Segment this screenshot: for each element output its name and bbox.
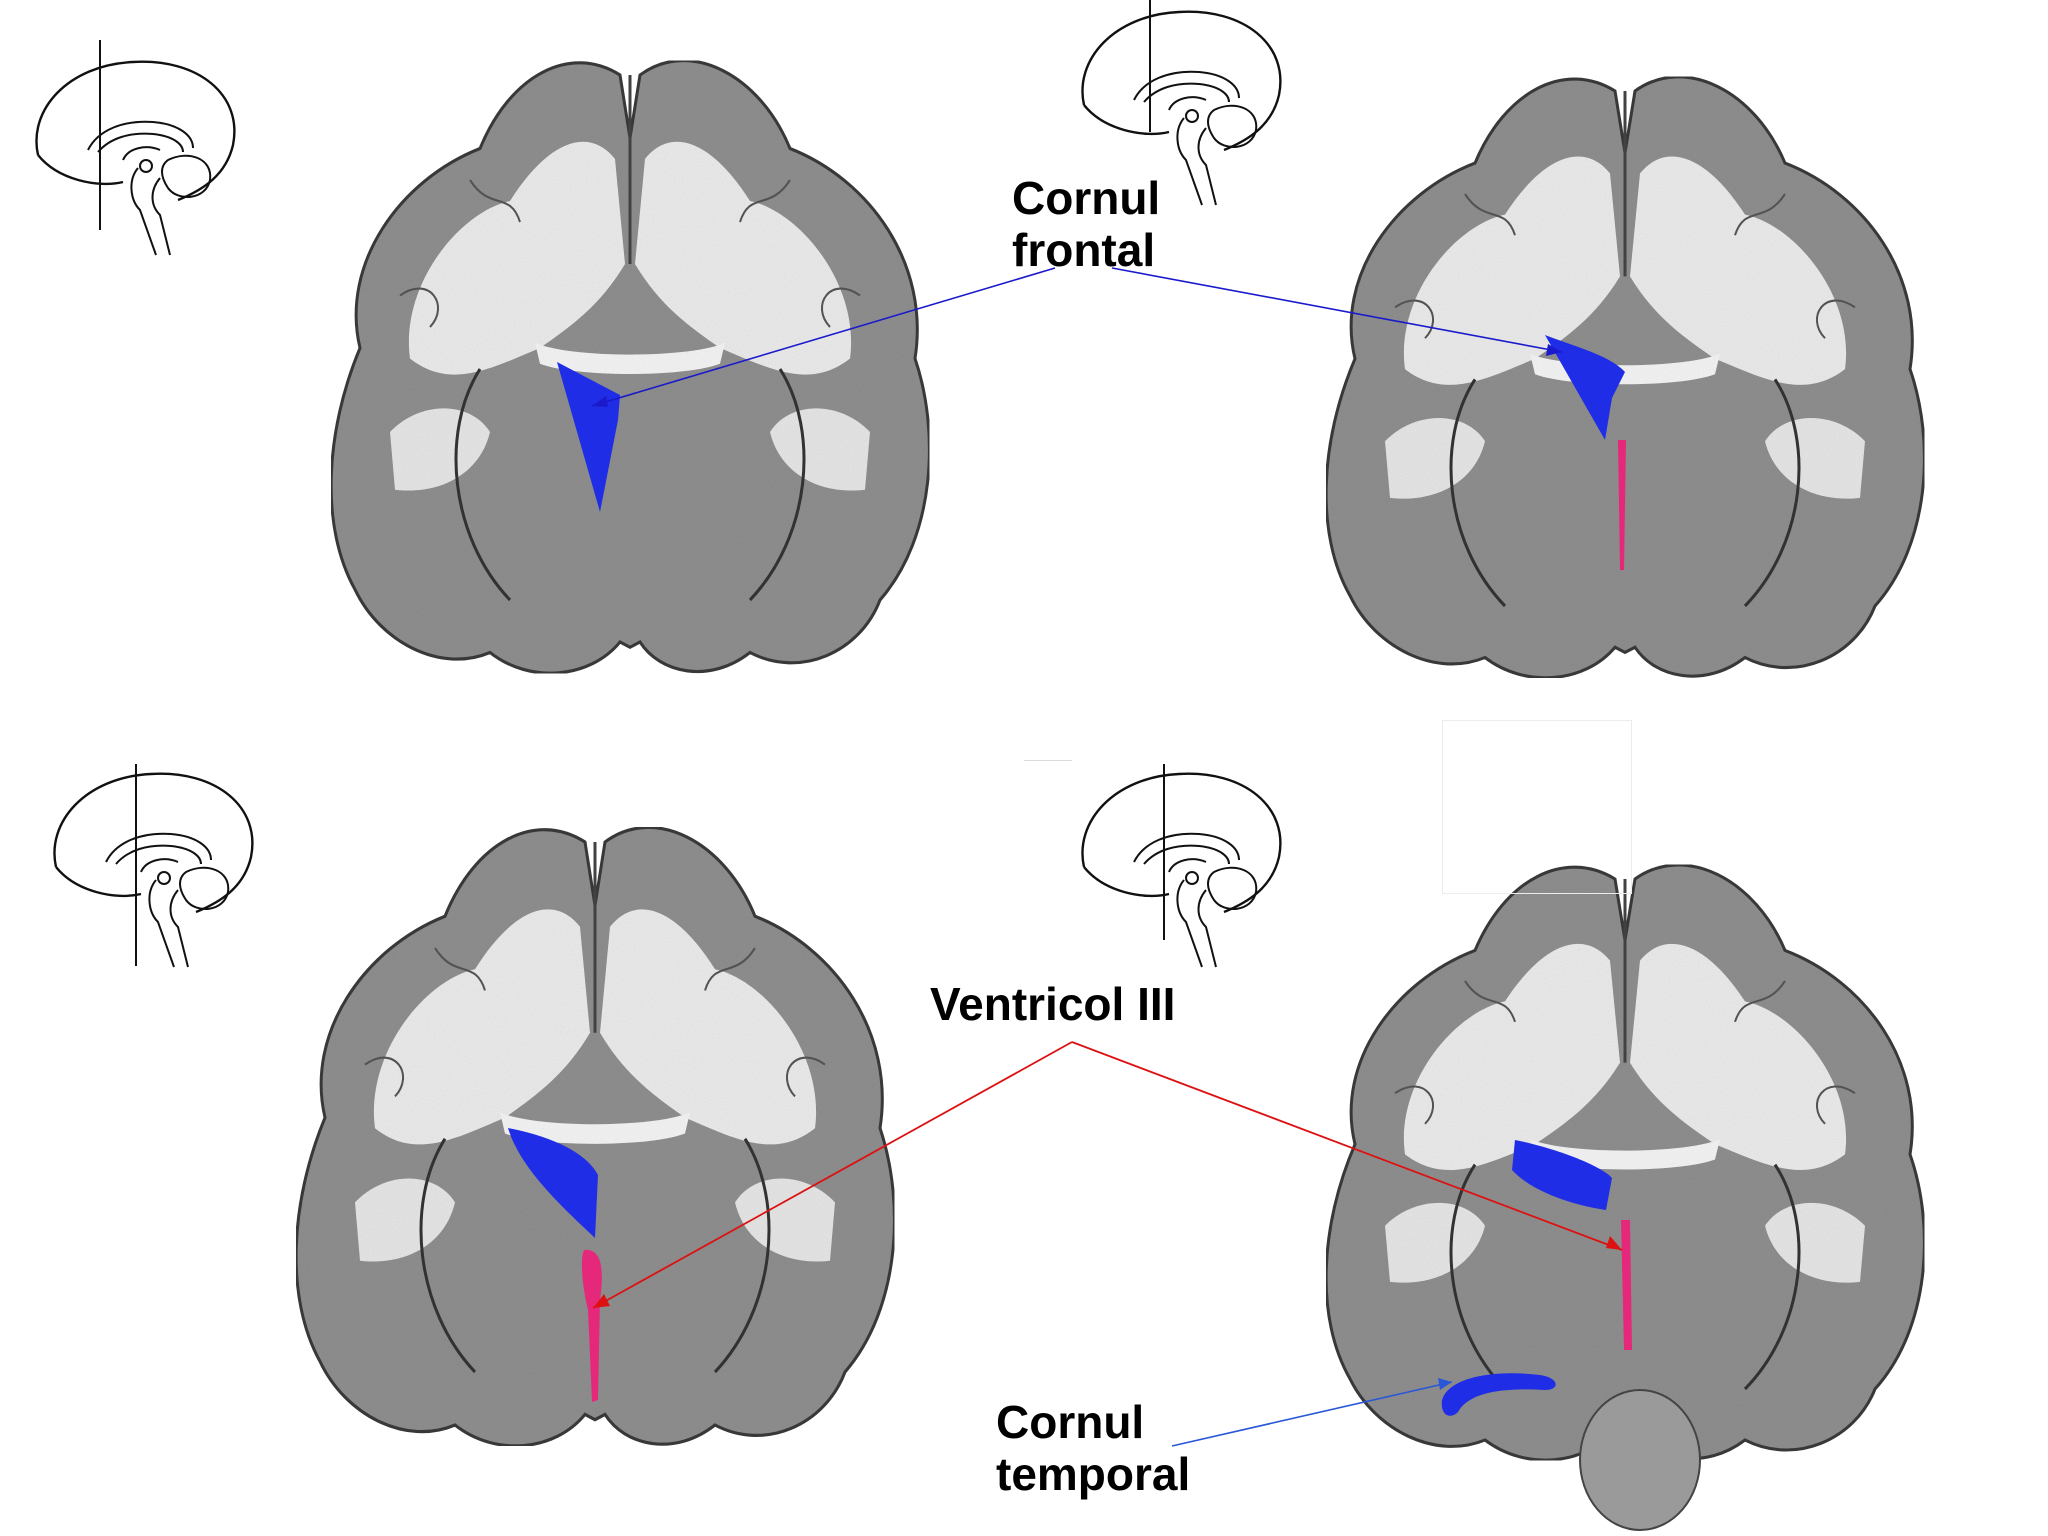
third-ventricle-bottom-right <box>1621 1220 1632 1350</box>
label-temporal-horn: Cornul temporal <box>996 1396 1190 1500</box>
temporal-arrow <box>1171 1381 1453 1447</box>
ventricle3-arrowhead-left <box>593 1294 610 1308</box>
frontal-arrow-left <box>591 267 1056 407</box>
ventricle3-arrowhead-right <box>1606 1236 1622 1250</box>
label-third-ventricle: Ventricol III <box>930 978 1175 1030</box>
label-temporal-horn-line1: Cornul <box>996 1396 1145 1448</box>
sagittal-orientation-icon <box>1081 772 1282 969</box>
label-third-ventricle-text: Ventricol III <box>930 978 1176 1030</box>
brainstem <box>1579 1389 1701 1531</box>
sagittal-orientation-icon <box>35 60 236 257</box>
label-frontal-horn-line2: frontal <box>1012 224 1156 276</box>
ventricle3-arrow-right <box>1071 1041 1623 1251</box>
label-frontal-horn-line1: Cornul <box>1012 172 1161 224</box>
label-temporal-horn-line2: temporal <box>996 1448 1191 1500</box>
third-ventricle-top-right <box>1618 440 1626 570</box>
faint-dash <box>1024 760 1072 761</box>
lateral-ventricle-bottom-left <box>508 1128 598 1238</box>
coronal-section-2 <box>1324 75 1926 680</box>
ventricle3-arrow-left <box>592 1041 1073 1309</box>
coronal-section-1 <box>329 59 931 675</box>
faint-placeholder-box <box>1442 720 1632 894</box>
frontal-arrowhead-right <box>1546 344 1562 356</box>
coronal-section-4 <box>1324 863 1926 1462</box>
sagittal-orientation-icon <box>53 772 254 969</box>
label-frontal-horn: Cornul frontal <box>1012 172 1160 276</box>
temporal-horn <box>1441 1373 1556 1416</box>
lateral-ventricle-bottom-right <box>1512 1140 1612 1210</box>
third-ventricle-bottom-left <box>581 1249 602 1402</box>
frontal-horn-right <box>1545 335 1625 440</box>
temporal-arrowhead <box>1438 1378 1452 1390</box>
frontal-arrowhead-left <box>592 396 608 407</box>
frontal-arrow-right <box>1111 267 1563 353</box>
